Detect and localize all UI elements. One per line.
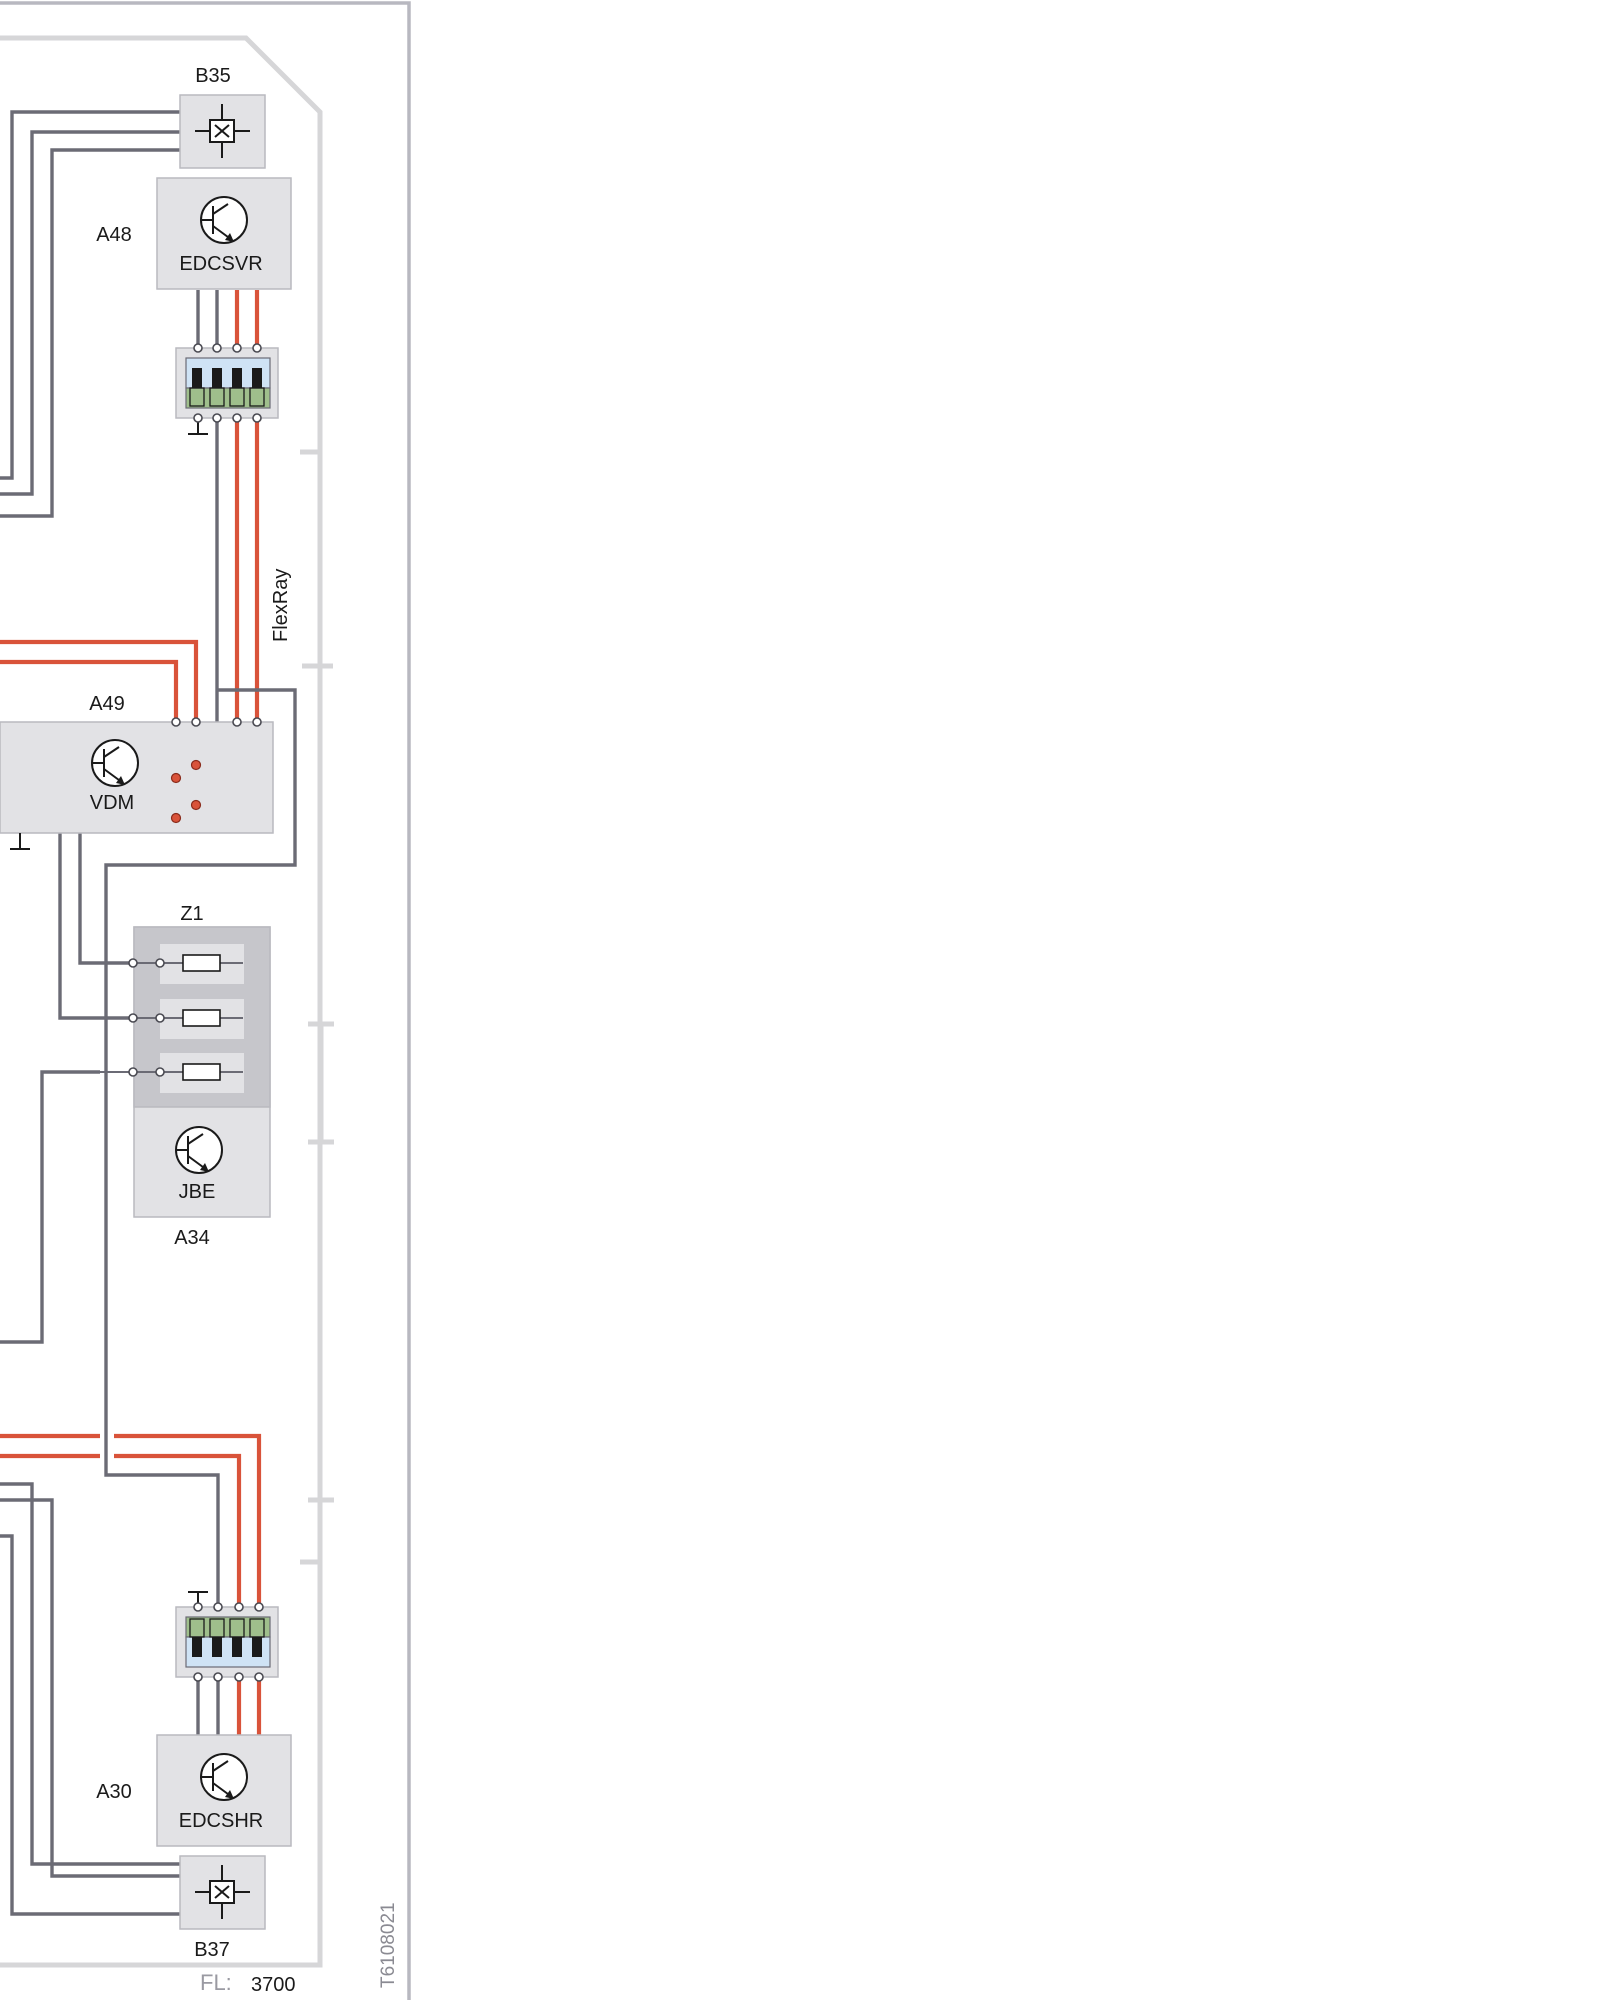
area-frame	[0, 35, 323, 1968]
a49-to-z1-wires	[0, 832, 133, 1344]
fuse-icon	[182, 954, 221, 972]
transistor-arrow-icon	[116, 776, 125, 785]
a30-label: A30	[96, 1781, 132, 1803]
lower-bus-connector[interactable]	[175, 1591, 279, 1682]
transistor-arrow-icon	[200, 1163, 209, 1172]
flexray-upper-wires	[104, 418, 297, 1607]
a48-name: EDCSVR	[179, 253, 262, 275]
a49-control-unit[interactable]	[0, 717, 274, 850]
b37-sensor[interactable]	[179, 1855, 266, 1930]
a49-left-flexray-wires	[0, 639, 199, 722]
flexray-label: FlexRay	[270, 569, 292, 642]
a48-bus-wires	[196, 290, 260, 348]
diagram-border	[0, 1, 411, 2000]
z1-label: Z1	[180, 903, 203, 925]
lower-flexray-wires	[0, 1433, 262, 1607]
fl-value: 3700	[251, 1974, 296, 1996]
side-brackets	[300, 449, 334, 1565]
b35-signal-wires	[0, 110, 180, 518]
transistor-arrow-icon	[225, 1790, 234, 1799]
a48-control-unit[interactable]	[156, 177, 292, 290]
b37-signal-wires	[0, 1482, 180, 1916]
b35-sensor[interactable]	[179, 94, 266, 169]
fuse-icon	[182, 1009, 221, 1027]
a48-label: A48	[96, 224, 132, 246]
fuse-icon	[182, 1063, 221, 1081]
a34-name: JBE	[179, 1181, 216, 1203]
a34-junction-box[interactable]	[100, 926, 271, 1218]
a49-label: A49	[89, 693, 125, 715]
a30-bus-wires	[196, 1677, 262, 1735]
a30-name: EDCSHR	[179, 1810, 263, 1832]
document-id: T6108021	[378, 1902, 399, 1988]
a49-name: VDM	[90, 792, 134, 814]
upper-bus-connector[interactable]	[175, 343, 279, 435]
fl-prefix: FL:	[200, 1970, 232, 1995]
b35-label: B35	[195, 65, 231, 87]
a34-label: A34	[174, 1227, 210, 1249]
b37-label: B37	[194, 1939, 230, 1961]
a30-control-unit[interactable]	[156, 1734, 292, 1847]
transistor-arrow-icon	[225, 233, 234, 242]
